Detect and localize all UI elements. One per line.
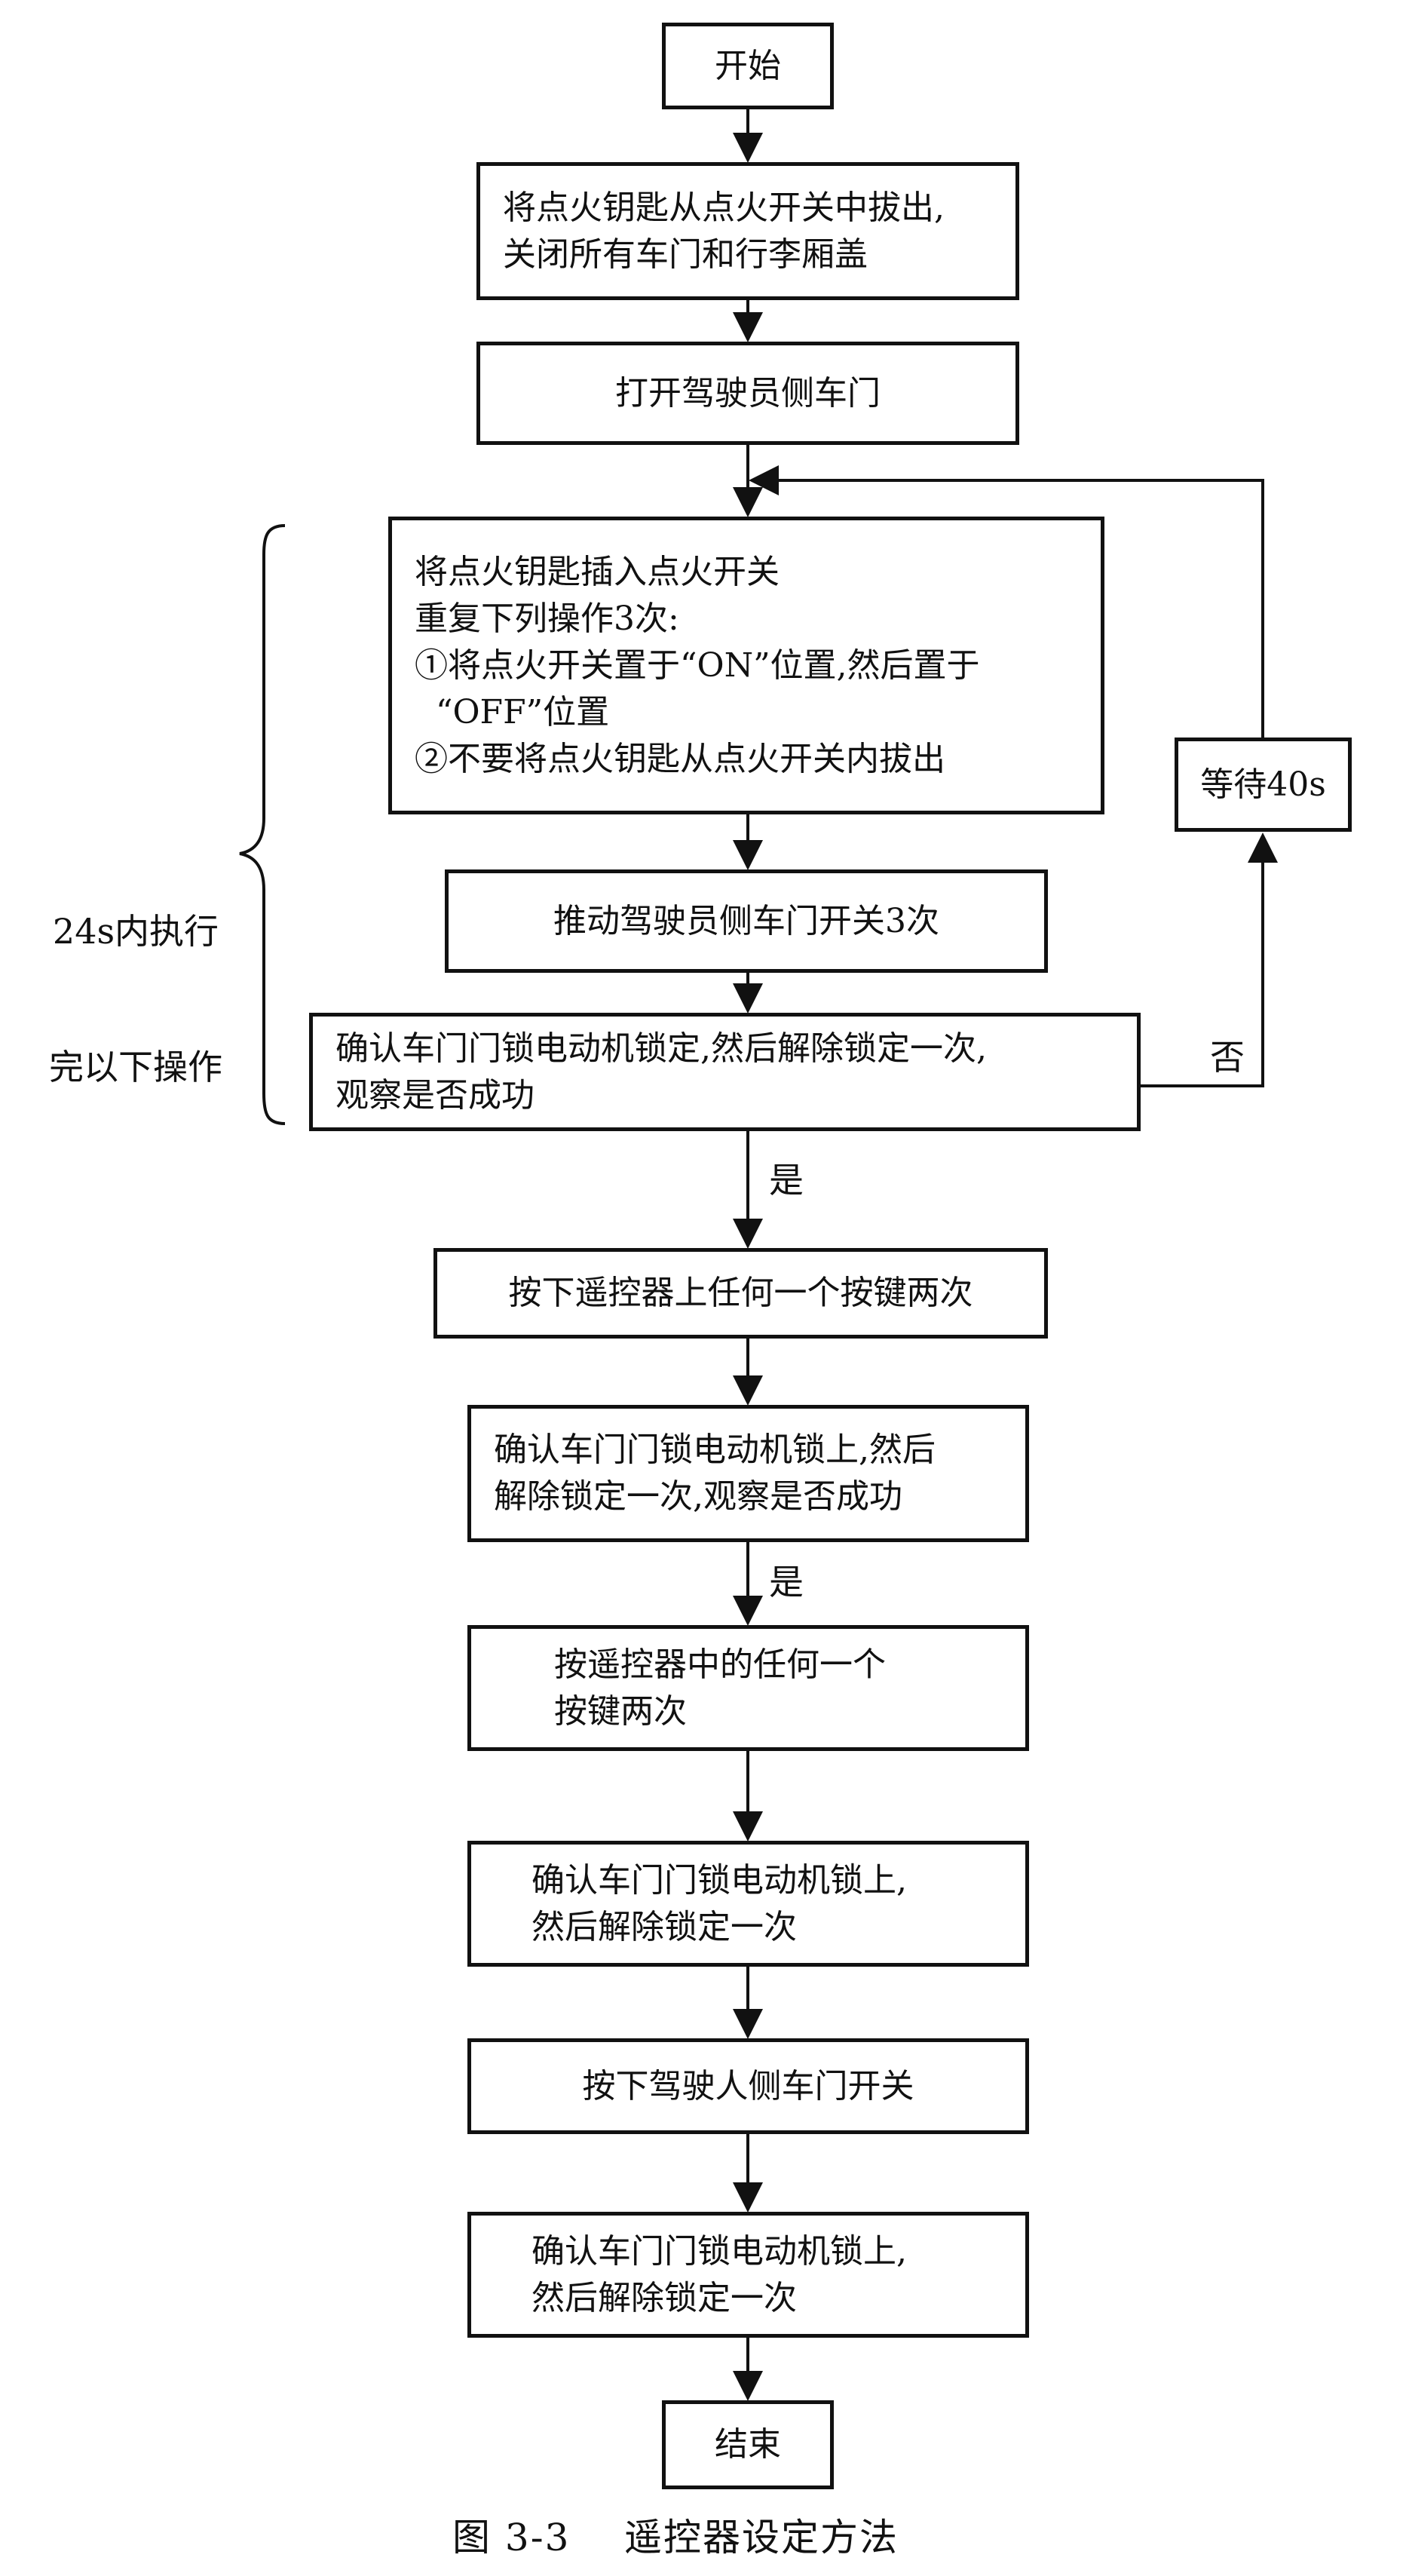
step-remove-key-line-2: 关闭所有车门和行李厢盖 [503,235,868,274]
arrow-wait-step3 [749,465,1264,738]
step-remove-key: 将点火钥匙从点火开关中拔出, 关闭所有车门和行李厢盖 [476,162,1019,300]
step-confirm-lock-2-line-1: 确认车门门锁电动机锁上, [531,2231,907,2271]
end-label: 结束 [715,2425,781,2464]
step-confirm-lock-1-line-1: 确认车门门锁电动机锁上, [531,1860,907,1900]
step-ignition-cycle-line-3: ①将点火开关置于“ON”位置,然后置于 [415,646,980,685]
step-confirm-lock-1: 确认车门门锁电动机锁上, 然后解除锁定一次 [467,1841,1029,1967]
step-press-driver-door-switch-label: 按下驾驶人侧车门开关 [582,2066,914,2105]
step-press-any-key: 按遥控器中的任何一个 按键两次 [467,1625,1029,1751]
step-press-remote-twice: 按下遥控器上任何一个按键两次 [433,1248,1048,1339]
wait-label: 等待40s [1200,765,1326,804]
decision-lock-check-1: 确认车门门锁电动机锁定,然后解除锁定一次, 观察是否成功 [309,1013,1141,1131]
figure-caption: 图 3-3 遥控器设定方法 [452,2516,899,2559]
brace-note-line-1: 24s内执行 [52,911,219,952]
step-ignition-cycle-line-5: ②不要将点火钥匙从点火开关内拔出 [415,739,945,778]
step-press-any-key-line-2: 按键两次 [554,1691,687,1731]
branch-label-yes-1: 是 [769,1160,804,1201]
decision-lock-check-2-line-2: 解除锁定一次,观察是否成功 [494,1477,902,1516]
step-press-any-key-line-1: 按遥控器中的任何一个 [554,1645,886,1684]
arrow-decision1-wait [1141,833,1278,1087]
end-node: 结束 [662,2400,834,2489]
step-push-door-switch-label: 推动驾驶员侧车门开关3次 [553,901,939,940]
step-press-driver-door-switch: 按下驾驶人侧车门开关 [467,2038,1029,2134]
step-open-driver-door: 打开驾驶员侧车门 [476,342,1019,445]
branch-label-yes-2: 是 [769,1562,804,1602]
decision-lock-check-2: 确认车门门锁电动机锁上,然后 解除锁定一次,观察是否成功 [467,1405,1029,1542]
decision-lock-check-1-line-2: 观察是否成功 [335,1075,535,1115]
step-push-door-switch: 推动驾驶员侧车门开关3次 [445,869,1048,973]
step-press-remote-twice-label: 按下遥控器上任何一个按键两次 [508,1274,973,1312]
step-ignition-cycle: 将点火钥匙插入点火开关 重复下列操作3次: ①将点火开关置于“ON”位置,然后置… [388,517,1104,814]
start-label: 开始 [715,46,781,85]
start-node: 开始 [662,23,834,109]
step-ignition-cycle-line-4: “OFF”位置 [415,692,610,731]
step-confirm-lock-2-line-2: 然后解除锁定一次 [531,2278,797,2317]
decision-lock-check-2-line-1: 确认车门门锁电动机锁上,然后 [494,1431,936,1469]
step-remove-key-line-1: 将点火钥匙从点火开关中拔出, [503,188,945,227]
step-open-driver-door-label: 打开驾驶员侧车门 [615,373,881,412]
step-confirm-lock-2: 确认车门门锁电动机锁上, 然后解除锁定一次 [467,2212,1029,2338]
brace-note-line-2: 完以下操作 [49,1047,222,1087]
wait-node: 等待40s [1175,738,1352,832]
step-ignition-cycle-line-1: 将点火钥匙插入点火开关 [415,552,780,591]
decision-lock-check-1-line-1: 确认车门门锁电动机锁定,然后解除锁定一次, [335,1029,987,1068]
step-confirm-lock-1-line-2: 然后解除锁定一次 [531,1907,797,1946]
brace-note: 24s内执行 完以下操作 [45,818,226,1180]
brace-24s [239,524,286,1125]
step-ignition-cycle-line-2: 重复下列操作3次: [415,599,679,638]
branch-label-no: 否 [1210,1037,1245,1078]
